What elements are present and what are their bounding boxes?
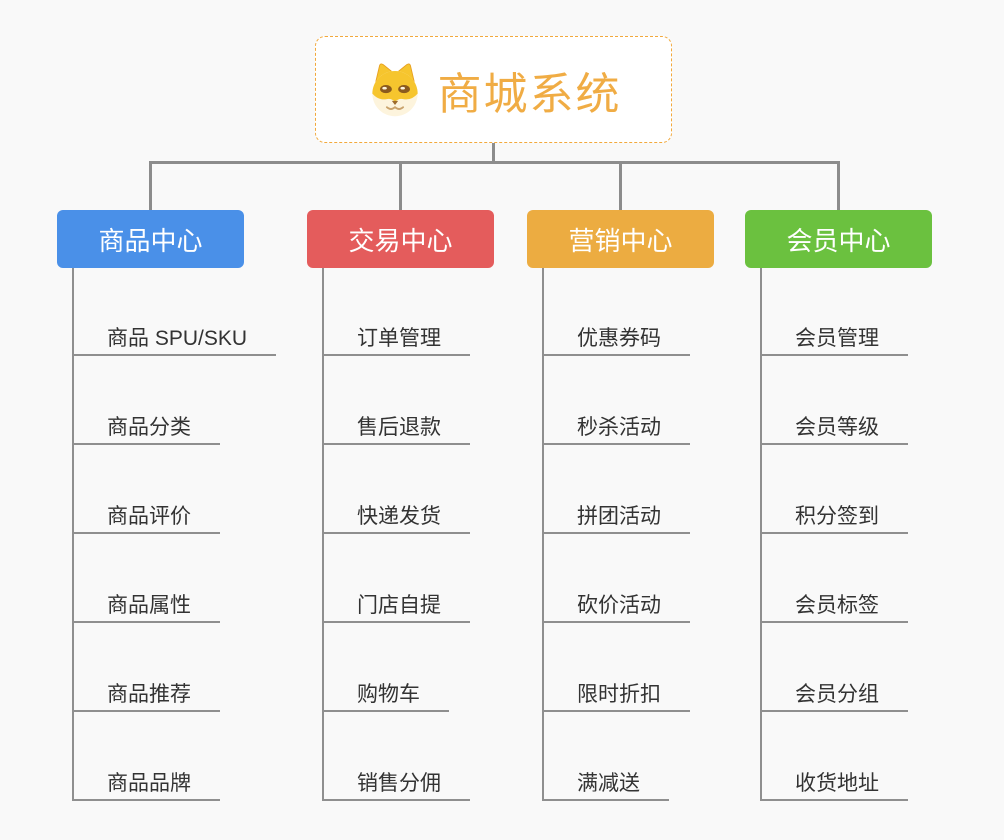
sub-topic[interactable]: 订单管理 (324, 324, 470, 356)
sub-topic[interactable]: 砍价活动 (544, 591, 690, 623)
branch-items: 优惠券码 秒杀活动 拼团活动 砍价活动 限时折扣 满减送 (542, 268, 757, 801)
root-topic-label: 商城系统 (437, 69, 622, 119)
connector-line (399, 161, 402, 210)
branch-column: 营销中心 优惠券码 秒杀活动 拼团活动 砍价活动 限时折扣 满减送 (527, 210, 757, 801)
sub-topic[interactable]: 快递发货 (324, 502, 470, 534)
sub-topic[interactable]: 售后退款 (324, 413, 470, 445)
branch-items: 商品 SPU/SKU 商品分类 商品评价 商品属性 商品推荐 商品品牌 (72, 268, 287, 801)
sub-topic[interactable]: 商品推荐 (74, 680, 220, 712)
sub-topic[interactable]: 购物车 (324, 680, 449, 712)
sub-topic[interactable]: 会员等级 (762, 413, 908, 445)
sub-topic[interactable]: 商品分类 (74, 413, 220, 445)
sub-topic[interactable]: 积分签到 (762, 502, 908, 534)
connector-line (149, 161, 840, 164)
branch-topic[interactable]: 会员中心 (745, 210, 932, 268)
connector-line (619, 161, 622, 210)
branch-topic-label: 商品中心 (98, 225, 203, 256)
sub-topic[interactable]: 优惠券码 (544, 324, 690, 356)
sub-topic[interactable]: 商品品牌 (74, 769, 220, 801)
branch-column: 会员中心 会员管理 会员等级 积分签到 会员标签 会员分组 收货地址 (745, 210, 975, 801)
connector-line (149, 161, 152, 210)
branch-topic[interactable]: 营销中心 (527, 210, 714, 268)
branch-topic-label: 营销中心 (568, 225, 673, 256)
sub-topic[interactable]: 秒杀活动 (544, 413, 690, 445)
branch-column: 交易中心 订单管理 售后退款 快递发货 门店自提 购物车 销售分佣 (307, 210, 537, 801)
sub-topic[interactable]: 商品评价 (74, 502, 220, 534)
branch-items: 订单管理 售后退款 快递发货 门店自提 购物车 销售分佣 (322, 268, 537, 801)
sub-topic[interactable]: 销售分佣 (324, 769, 470, 801)
sub-topic[interactable]: 会员管理 (762, 324, 908, 356)
connector-line (837, 161, 840, 210)
sub-topic[interactable]: 会员分组 (762, 680, 908, 712)
sub-topic[interactable]: 收货地址 (762, 769, 908, 801)
sub-topic[interactable]: 会员标签 (762, 591, 908, 623)
root-topic[interactable]: 商城系统 (315, 36, 672, 143)
branch-items: 会员管理 会员等级 积分签到 会员标签 会员分组 收货地址 (760, 268, 975, 801)
sub-topic[interactable]: 满减送 (544, 769, 669, 801)
sub-topic[interactable]: 门店自提 (324, 591, 470, 623)
connector-line (492, 143, 495, 164)
branch-topic[interactable]: 交易中心 (307, 210, 494, 268)
branch-topic-label: 会员中心 (786, 225, 891, 256)
sub-topic[interactable]: 商品属性 (74, 591, 220, 623)
sub-topic[interactable]: 拼团活动 (544, 502, 690, 534)
dog-face-icon (371, 62, 418, 116)
branch-topic-label: 交易中心 (348, 225, 453, 256)
branch-column: 商品中心 商品 SPU/SKU 商品分类 商品评价 商品属性 商品推荐 商品品牌 (57, 210, 287, 801)
sub-topic[interactable]: 商品 SPU/SKU (74, 324, 277, 356)
sub-topic[interactable]: 限时折扣 (544, 680, 690, 712)
branch-topic[interactable]: 商品中心 (57, 210, 244, 268)
